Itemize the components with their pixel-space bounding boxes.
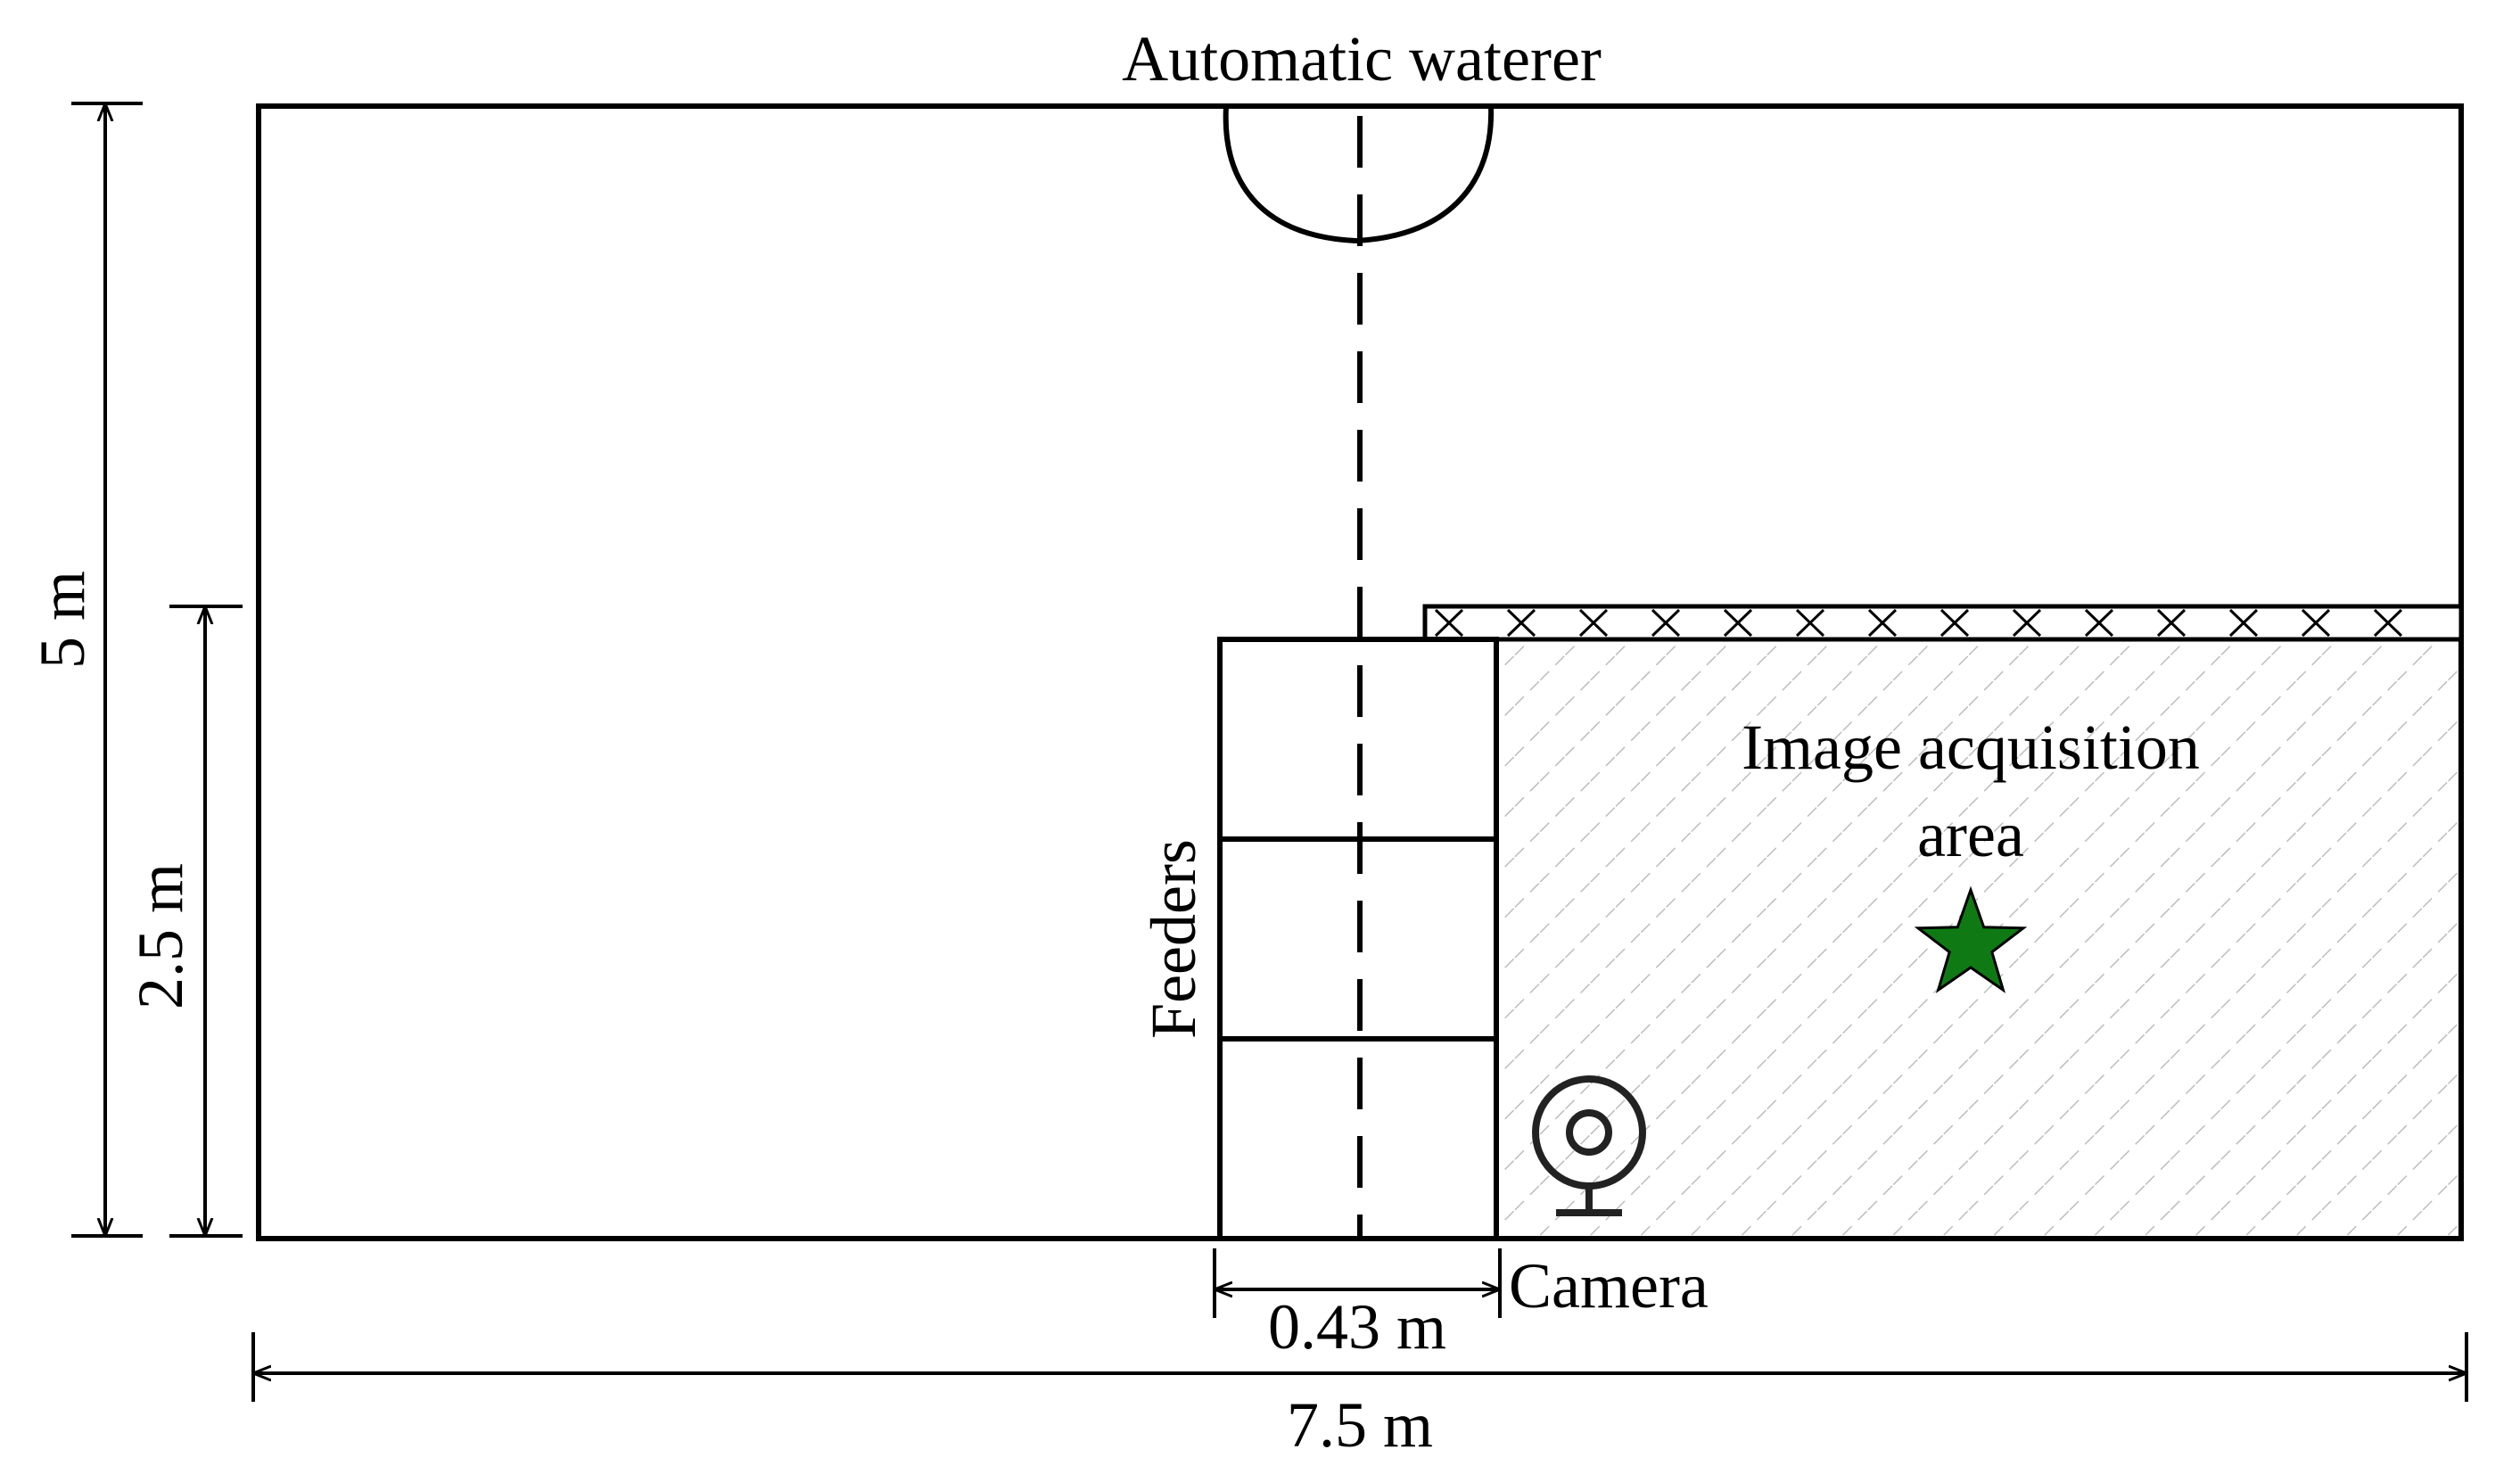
feeder-width-label: 0.43 m [1268, 1291, 1446, 1363]
automatic-waterer [1223, 105, 1495, 244]
webcam-icon [1532, 1075, 1646, 1216]
fence-strip [1422, 604, 2464, 642]
camera-label: Camera [1509, 1250, 1709, 1322]
acquisition-area-label-line1: Image acquisition [1742, 712, 2200, 783]
dimension-pen-width: 7.5 m [251, 1332, 2468, 1461]
dimension-feeder-width: 0.43 m [1213, 1248, 1502, 1363]
star-icon [1914, 885, 2028, 993]
feeders-label: Feeders [1138, 839, 1209, 1039]
dimension-pen-depth: 5 m [27, 102, 143, 1238]
pen-width-label: 7.5 m [1287, 1389, 1433, 1461]
area-depth-label: 2.5 m [125, 863, 196, 1009]
acquisition-area-label-line2: area [1917, 799, 2024, 870]
dimension-area-depth: 2.5 m [125, 605, 243, 1238]
pen-depth-label: 5 m [27, 571, 98, 669]
waterer-label: Automatic waterer [1122, 23, 1602, 95]
